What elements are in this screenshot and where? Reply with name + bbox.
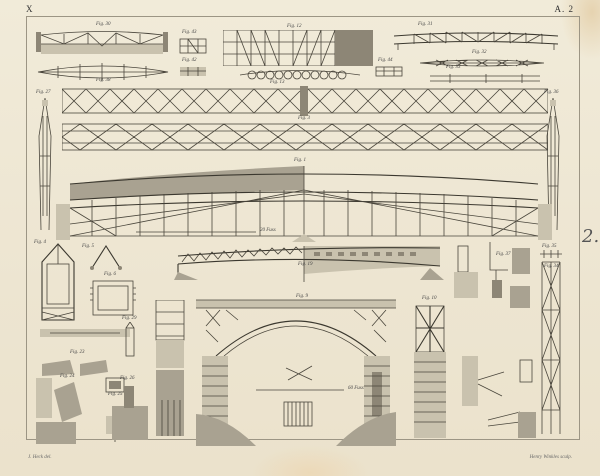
figure-truss-32: Fig. 32	[419, 50, 545, 68]
figure-label: Fig. 44	[378, 58, 393, 63]
paper-stain	[250, 445, 370, 476]
figure-label: Fig. 36	[544, 90, 559, 95]
figure-label: Fig. 30	[96, 22, 111, 27]
figure-label: Fig. 19	[298, 262, 313, 267]
figure-label: Fig. 27	[36, 90, 51, 95]
figure-truss-38: Fig. 38	[36, 62, 170, 83]
figure-bolt-29: Fig. 29	[122, 316, 136, 358]
figure-brace-details	[460, 350, 540, 440]
figure-bridge-elevation-1: Fig. 1 20 Fuss	[56, 158, 552, 248]
figure-label: Fig. 25	[108, 392, 123, 397]
paper-stain	[560, 0, 600, 60]
figure-label: Fig. 37	[496, 252, 511, 257]
figure-label: Fig. 6	[104, 272, 116, 277]
figure-label: Fig. 38	[96, 78, 111, 83]
credit-draughtsman: J. Heck del.	[28, 455, 52, 460]
scale-label: 60 Fuss	[348, 386, 364, 391]
figure-arched-girder-19: Fig. 19	[174, 244, 444, 284]
credit-engraver: Henry Winkles sculp.	[529, 455, 572, 460]
figure-label: Fig. 33	[446, 65, 461, 70]
figure-cross-section-4: Fig. 4	[34, 240, 78, 322]
scale-label: 20 Fuss	[260, 228, 276, 233]
figure-block-detail	[510, 246, 532, 286]
figure-label: Fig. 43	[182, 30, 197, 35]
figure-beam-detail	[40, 326, 130, 338]
plate-frame	[26, 16, 580, 440]
figure-lattice-girder-2	[61, 86, 549, 116]
figure-label: Fig. 1	[294, 158, 306, 163]
figure-pier-10: Fig. 10	[412, 296, 448, 440]
figure-joint-42: Fig. 42	[178, 58, 208, 78]
figure-label: Fig. 4	[34, 240, 46, 245]
figure-truss-33: Fig. 33	[430, 65, 540, 83]
figure-chimney-detail	[452, 244, 482, 300]
figure-joint-detail: Fig. 23	[40, 350, 110, 378]
figure-truss-30: Fig. 30	[36, 22, 170, 58]
figure-label: Fig. 9	[296, 294, 308, 299]
figure-label: Fig. 34	[544, 264, 559, 269]
handwritten-note: 2.	[582, 226, 600, 247]
figure-label: Fig. 12	[287, 24, 302, 29]
figure-label: Fig. 32	[472, 50, 487, 55]
figure-roof-5: Fig. 5	[82, 242, 124, 272]
figure-joint-44: Fig. 44	[374, 58, 404, 78]
figure-joint-43: Fig. 43	[178, 30, 208, 56]
figure-label: Fig. 5	[82, 244, 94, 249]
figure-label: Fig. 10	[422, 296, 437, 301]
figure-column-stack	[150, 299, 190, 440]
figure-label: Fig. 26	[120, 376, 135, 381]
figure-lattice-12: Fig. 12	[222, 24, 373, 67]
figure-bracket-37: Fig. 37	[482, 240, 512, 300]
figure-label: Fig. 29	[122, 316, 137, 321]
figure-arch-bridge-9: Fig. 9 60 Fuss	[196, 294, 396, 446]
figure-truss-31: Fig. 31	[393, 22, 559, 52]
figure-tube-13: Fig. 13	[239, 68, 361, 85]
figure-label: Fig. 35	[542, 244, 557, 249]
figure-label: Fig. 42	[182, 58, 197, 63]
figure-pier-cap-28: Fig. 26	[110, 376, 150, 442]
section-letter: X	[26, 4, 34, 14]
plate-number: A. 2	[554, 4, 574, 14]
figure-block-25: Fig. 24	[36, 374, 96, 444]
figure-lattice-3: Fig. 3	[61, 116, 549, 152]
figure-label: Fig. 31	[418, 22, 433, 27]
figure-label: Fig. 24	[60, 374, 75, 379]
figure-label: Fig. 13	[270, 80, 285, 85]
figure-frame-6: Fig. 6	[90, 272, 136, 318]
figure-label: Fig. 3	[298, 116, 310, 121]
figure-column-36: Fig. 36	[544, 90, 562, 232]
figure-column-27: Fig. 27	[36, 90, 54, 232]
figure-lattice-column-34: Fig. 35 Fig. 34	[540, 244, 562, 436]
figure-label: Fig. 23	[70, 350, 85, 355]
figure-block-detail	[508, 284, 532, 314]
